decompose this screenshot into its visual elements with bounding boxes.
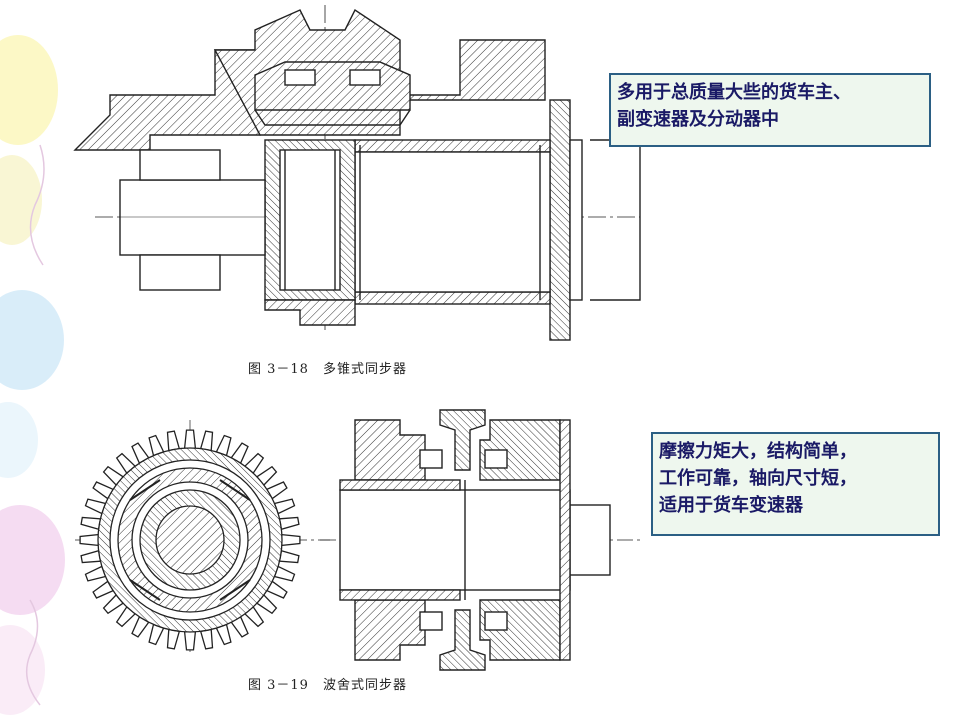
note-line: 工作可靠，轴向尺寸短， <box>659 468 857 489</box>
gear-tooth <box>183 429 197 449</box>
gear-tooth <box>80 516 102 531</box>
note-box-borg-warner: 摩擦力矩大，结构简单， 工作可靠，轴向尺寸短， 适用于货车变速器 <box>651 432 940 536</box>
gear-tooth <box>79 533 99 547</box>
figure-3-19-caption: 图 3－19 波舍式同步器 <box>248 678 407 693</box>
gear-tooth <box>281 533 301 547</box>
gear-tooth <box>278 549 300 564</box>
gear-tooth <box>80 549 102 564</box>
note-line: 多用于总质量大些的货车主、 <box>617 82 851 103</box>
note-line: 副变速器及分动器中 <box>617 109 779 130</box>
gear-tooth <box>278 516 300 531</box>
gear-tooth <box>166 628 181 650</box>
gear-tooth <box>199 430 214 452</box>
gear-tooth <box>199 628 214 650</box>
figure-3-18-caption: 图 3－18 多锥式同步器 <box>248 361 407 377</box>
borg-warner-synchronizer-drawing <box>320 409 640 671</box>
synchronizer-gear-end-view <box>75 420 330 655</box>
decorative-balloons <box>0 35 65 715</box>
note-line: 适用于货车变速器 <box>659 495 803 516</box>
gear-tooth <box>166 430 181 452</box>
note-line: 摩擦力矩大，结构简单， <box>659 441 857 462</box>
multi-cone-synchronizer-drawing <box>73 5 641 341</box>
gear-tooth <box>183 631 197 651</box>
note-box-multi-cone: 多用于总质量大些的货车主、 副变速器及分动器中 <box>609 73 931 147</box>
